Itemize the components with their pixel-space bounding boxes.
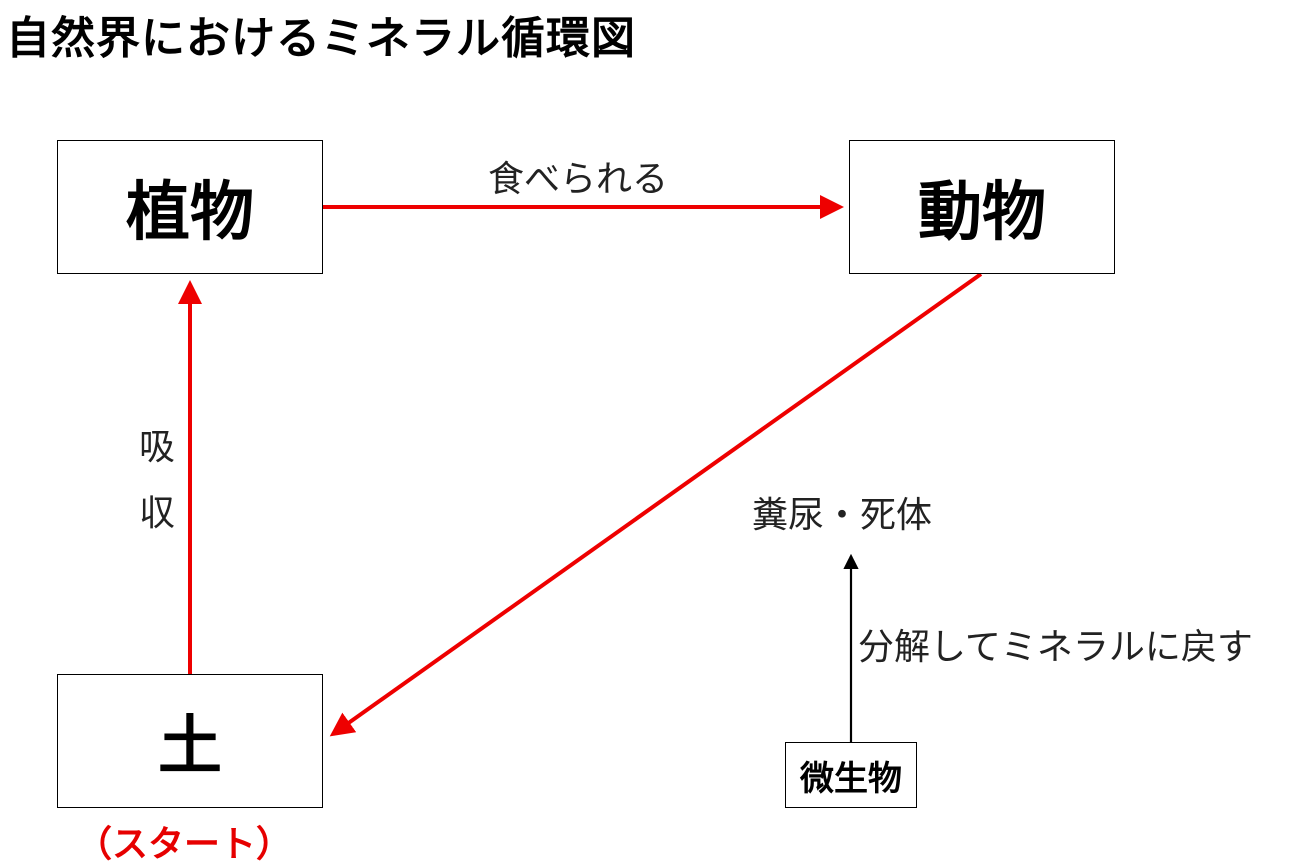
node-plant: 植物 bbox=[57, 140, 323, 274]
page-title: 自然界におけるミネラル循環図 bbox=[6, 13, 636, 64]
edge-label-absorb-1: 吸 bbox=[139, 427, 176, 468]
edge-animal-to-soil bbox=[329, 272, 983, 737]
edge-label-decompose: 分解してミネラルに戻す bbox=[858, 627, 1253, 668]
node-microbe: 微生物 bbox=[785, 742, 917, 808]
node-soil: 土 bbox=[57, 674, 323, 808]
start-label: （スタート） bbox=[76, 824, 293, 864]
edge-label-waste: 糞尿・死体 bbox=[752, 495, 933, 536]
edge-label-absorb-2: 収 bbox=[139, 493, 176, 534]
edge-label-eaten: 食べられる bbox=[488, 159, 669, 200]
node-animal: 動物 bbox=[849, 140, 1115, 274]
